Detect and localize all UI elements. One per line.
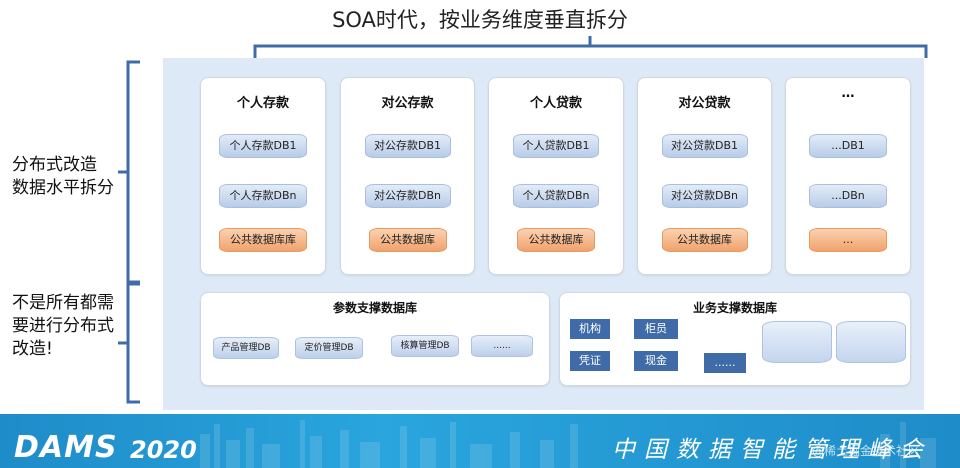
public-db: 公共数据库	[661, 228, 748, 252]
side-label-line: 要进行分布式	[12, 316, 114, 336]
footer-banner: DAMS 2020 中国数据智能管理峰会 @稀土掘金技术社区	[0, 414, 960, 468]
db-shard-1: 对公存款DB1	[364, 134, 451, 158]
column-title: …	[841, 86, 855, 101]
footer-year: 2020	[130, 436, 197, 464]
public-db: 公共数据库	[517, 228, 595, 252]
param-db-item: 核算管理DB	[391, 335, 459, 357]
db-shard-1: ...DB1	[809, 134, 887, 158]
column-personal-deposit: 个人存款 个人存款DB1 ⋮ 个人存款DBn 公共数据库库	[200, 77, 326, 275]
column-more: … ...DB1 ⋮ ...DBn ...	[785, 77, 911, 275]
left-brace-lower	[126, 282, 140, 404]
side-label-line: 数据水平拆分	[12, 178, 114, 198]
side-label-line: 分布式改造	[12, 155, 97, 175]
public-db: ...	[809, 228, 887, 252]
not-all-label: 不是所有都需 要进行分布式 改造!	[12, 292, 114, 361]
public-db: 公共数据库库	[219, 228, 307, 252]
column-title: 个人存款	[236, 96, 289, 111]
param-db-item: ......	[471, 335, 533, 357]
column-title: 个人贷款	[529, 96, 582, 111]
business-support-db-box: 业务支撑数据库 机构 柜员 凭证 现金 ......	[559, 292, 911, 386]
param-support-db-box: 参数支撑数据库 产品管理DB 定价管理DB 核算管理DB ......	[200, 292, 550, 386]
db-shard-n: 对公贷款DBn	[661, 184, 748, 208]
watermark-text: @稀土掘金技术社区	[812, 444, 921, 458]
diagram-title: SOA时代，按业务维度垂直拆分	[332, 8, 628, 32]
top-brace	[253, 44, 928, 58]
business-tag: ......	[704, 353, 746, 373]
db-shard-1: 个人存款DB1	[219, 134, 307, 158]
left-brace-upper	[126, 60, 140, 284]
footer-slogan: 中国数据智能管理峰会	[612, 437, 932, 463]
db-shard-n: 个人存款DBn	[219, 184, 307, 208]
db-shard-n: 对公存款DBn	[364, 184, 451, 208]
business-db-cylinder	[762, 321, 832, 363]
param-db-item: 定价管理DB	[295, 337, 363, 359]
business-db-cylinder	[836, 321, 906, 363]
business-tag: 机构	[570, 319, 610, 339]
db-shard-n: 个人贷款DBn	[513, 184, 599, 208]
db-shard-n: ...DBn	[809, 184, 887, 208]
db-shard-1: 个人贷款DB1	[513, 134, 599, 158]
column-corporate-deposit: 对公存款 对公存款DB1 ⋮ 对公存款DBn 公共数据库	[340, 77, 475, 275]
horizontal-split-label: 分布式改造 数据水平拆分	[12, 154, 114, 200]
dams-logo: DAMS	[14, 430, 118, 465]
public-db: 公共数据库	[368, 228, 447, 252]
column-personal-loan: 个人贷款 个人贷款DB1 ⋮ 个人贷款DBn 公共数据库	[488, 77, 624, 275]
column-corporate-loan: 对公贷款 对公贷款DB1 ⋮ 对公贷款DBn 公共数据库	[637, 77, 772, 275]
param-db-item: 产品管理DB	[213, 337, 279, 359]
business-tag: 现金	[634, 351, 678, 371]
business-tag: 柜员	[634, 319, 678, 339]
side-label-line: 改造!	[12, 339, 53, 359]
side-label-line: 不是所有都需	[12, 293, 114, 313]
architecture-panel: 个人存款 个人存款DB1 ⋮ 个人存款DBn 公共数据库库 对公存款 对公存款D…	[163, 58, 924, 410]
column-title: 对公贷款	[678, 96, 731, 111]
city-skyline-graphic	[200, 420, 936, 468]
business-tag: 凭证	[570, 351, 610, 371]
param-support-title: 参数支撑数据库	[332, 301, 417, 315]
business-support-title: 业务支撑数据库	[692, 301, 777, 315]
column-title: 对公存款	[381, 96, 434, 111]
bracket-lines	[118, 36, 928, 404]
db-shard-1: 对公贷款DB1	[661, 134, 748, 158]
